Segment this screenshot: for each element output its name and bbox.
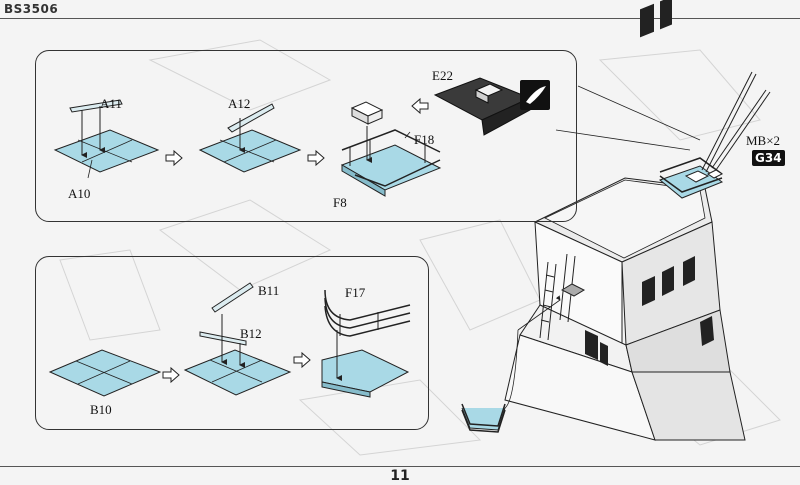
step-arrow-1 [165, 149, 183, 167]
callout-line-1 [577, 85, 701, 141]
part-a12-assembly [198, 103, 302, 173]
step-arrow-back [411, 97, 429, 115]
g34-icon [520, 80, 550, 110]
step-arrow-4 [293, 351, 311, 369]
step-panel-1 [35, 50, 577, 222]
label-f17: F17 [345, 285, 366, 300]
part-f8-f18 [340, 101, 442, 197]
part-f17-platform [321, 289, 411, 398]
callout-line-2 [555, 129, 691, 151]
part-b11-b12-assembly [183, 282, 292, 396]
label-g34: G34 [752, 150, 785, 166]
step-arrow-3 [162, 366, 180, 384]
label-b10: B10 [90, 402, 112, 417]
top-rule [0, 18, 800, 19]
label-b12: B12 [240, 326, 262, 341]
part-a10-a11 [53, 99, 160, 179]
label-e22: E22 [432, 68, 453, 83]
bottom-rule [0, 466, 800, 467]
step-arrow-2 [307, 149, 325, 167]
label-f18: F18 [414, 132, 435, 147]
label-a12: A12 [228, 96, 251, 111]
label-mb-x2: MB×2 [746, 133, 781, 148]
label-b11: B11 [258, 283, 280, 298]
label-a11: A11 [100, 96, 122, 111]
part-b10 [48, 349, 162, 397]
label-a10: A10 [68, 186, 91, 201]
kit-code: BS3506 [4, 2, 59, 16]
label-f8: F8 [333, 195, 347, 210]
superstructure-drawing [461, 0, 771, 441]
step-panel-2 [35, 256, 429, 430]
page-number: 11 [390, 468, 410, 484]
